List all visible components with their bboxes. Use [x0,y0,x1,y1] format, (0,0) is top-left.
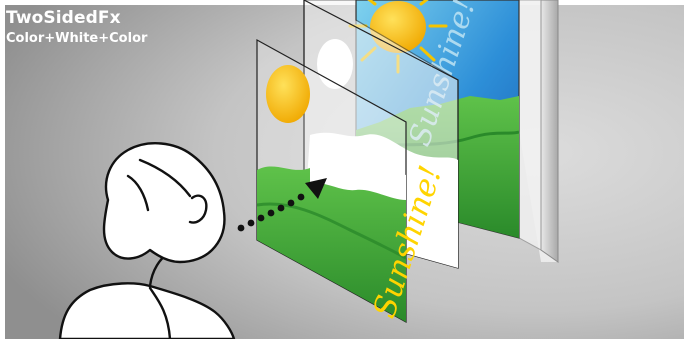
front-sun-icon [266,65,310,123]
page-subtitle: Color+White+Color [6,31,147,47]
page-title: TwoSidedFx [6,8,121,28]
